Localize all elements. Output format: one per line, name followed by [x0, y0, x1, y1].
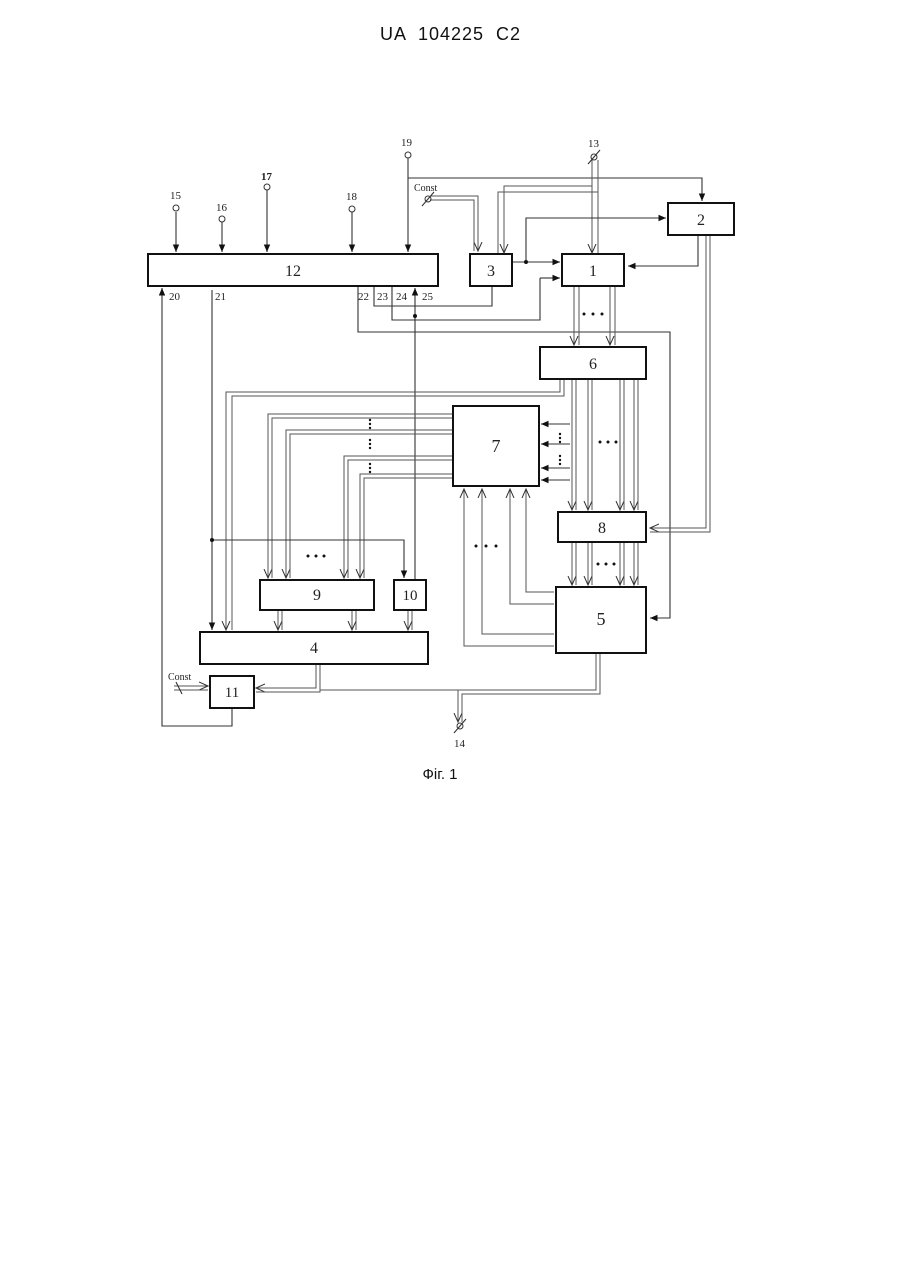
const-label-top: Const [414, 183, 438, 194]
block-12: 12 [148, 254, 438, 286]
block-5: 5 [556, 587, 646, 653]
terminal-21: 21 [215, 291, 226, 303]
block-11: 11 [210, 676, 254, 708]
terminal-19: 19 [401, 137, 413, 149]
terminal-18: 18 [346, 191, 358, 203]
block-12-label: 12 [285, 263, 301, 280]
terminal-20: 20 [169, 291, 181, 303]
terminal-17: 17 [261, 171, 273, 183]
terminal-25: 25 [422, 291, 434, 303]
block-7-label: 7 [492, 436, 501, 456]
block-10-label: 10 [403, 588, 418, 604]
terminal-15: 15 [170, 190, 182, 202]
terminal-13: 13 [588, 138, 600, 150]
block-11-label: 11 [225, 685, 239, 701]
block-8-label: 8 [598, 520, 606, 537]
figure-caption: Фіг. 1 [0, 766, 880, 783]
terminal-16: 16 [216, 202, 228, 214]
block-9-label: 9 [313, 587, 321, 604]
block-6-label: 6 [589, 356, 597, 373]
terminal-24: 24 [396, 291, 408, 303]
terminal-14: 14 [454, 738, 466, 750]
block-5-label: 5 [597, 609, 606, 629]
const-label-bottom: Const [168, 672, 192, 683]
terminal-22: 22 [358, 291, 369, 303]
block-3: 3 [470, 254, 512, 286]
block-1: 1 [562, 254, 624, 286]
block-9: 9 [260, 580, 374, 610]
block-8: 8 [558, 512, 646, 542]
block-6: 6 [540, 347, 646, 379]
block-1-label: 1 [589, 263, 597, 280]
block-3-label: 3 [487, 263, 495, 280]
block-4: 4 [200, 632, 428, 664]
block-2-label: 2 [697, 212, 705, 229]
block-2: 2 [668, 203, 734, 235]
terminal-23: 23 [377, 291, 389, 303]
block-7: 7 [453, 406, 539, 486]
block-10: 10 [394, 580, 426, 610]
block-4-label: 4 [310, 640, 318, 657]
